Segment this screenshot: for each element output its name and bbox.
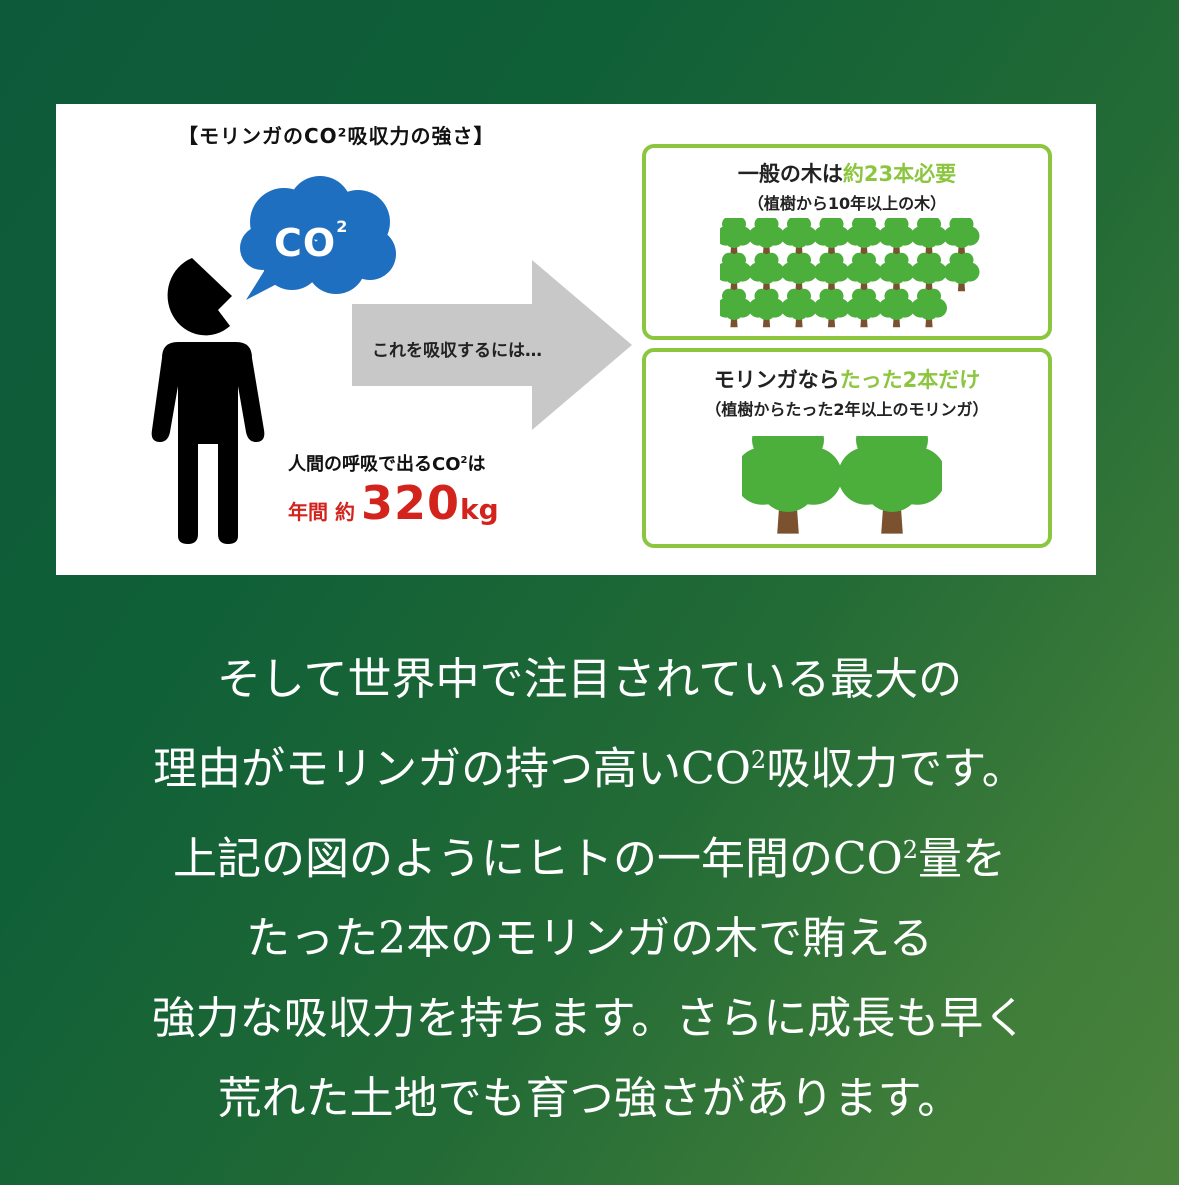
tree-icon bbox=[781, 288, 817, 328]
tree-icon bbox=[838, 436, 942, 534]
tree-icon bbox=[720, 218, 752, 256]
tree-icon bbox=[943, 218, 980, 256]
caption-line-2: 理由がモリンガの持つ高いCO2吸収力です。 bbox=[153, 743, 1026, 795]
infographic-title: 【モリンガのCO²吸収力の強さ】 bbox=[178, 124, 495, 148]
caption-line-5: 強力な吸収力を持ちます。さらに成長も早く bbox=[151, 993, 1028, 1045]
small-trees-grid bbox=[720, 218, 980, 328]
moringa-tree-subtitle: （植樹からたった2年以上のモリンガ） bbox=[705, 400, 989, 419]
tree-icon bbox=[846, 252, 882, 292]
tree-icon bbox=[943, 252, 980, 292]
moringa-tree-title: モリンガならたった2本だけ bbox=[713, 368, 981, 392]
right-arrow-icon bbox=[352, 260, 632, 430]
tree-icon bbox=[813, 218, 850, 256]
tree-icon bbox=[781, 218, 817, 256]
tree-icon bbox=[878, 218, 915, 256]
ordinary-tree-box: 一般の木は約23本必要 （植樹から10年以上の木） bbox=[642, 144, 1052, 340]
bubble-co2-text: CO2 bbox=[274, 217, 349, 265]
caption-line-6: 荒れた土地でも育つ強さがあります。 bbox=[217, 1073, 962, 1125]
arrow-label: これを吸収するには… bbox=[372, 341, 542, 361]
caption-line-4: たった2本のモリンガの木で賄える bbox=[246, 913, 933, 965]
tree-icon bbox=[911, 288, 947, 328]
tree-icon bbox=[911, 252, 947, 292]
infographic-panel: 【モリンガのCO²吸収力の強さ】 CO2 これを吸収するには… 人間の呼吸で出る… bbox=[56, 104, 1096, 575]
tree-icon bbox=[720, 252, 752, 292]
big-trees-row bbox=[742, 436, 942, 534]
tree-icon bbox=[878, 288, 915, 328]
tree-icon bbox=[742, 436, 842, 534]
caption-line-3: 上記の図のようにヒトの一年間のCO2量を bbox=[172, 833, 1007, 885]
tree-icon bbox=[846, 218, 882, 256]
tree-icon bbox=[781, 252, 817, 292]
ordinary-tree-title: 一般の木は約23本必要 bbox=[737, 162, 957, 186]
tree-icon bbox=[748, 218, 785, 256]
speech-bubble-icon bbox=[240, 176, 396, 300]
tree-icon bbox=[846, 288, 882, 328]
caption-text: そして世界中で注目されている最大の 理由がモリンガの持つ高いCO2吸収力です。 … bbox=[20, 640, 1159, 1139]
tree-icon bbox=[748, 252, 785, 292]
tree-icon bbox=[911, 218, 947, 256]
tree-icon bbox=[720, 288, 752, 328]
tree-icon bbox=[813, 252, 850, 292]
tree-icon bbox=[748, 288, 785, 328]
caption-line-1: そして世界中で注目されている最大の bbox=[216, 654, 963, 705]
person-icon bbox=[151, 258, 265, 544]
breath-co2-label: 人間の呼吸で出るCO2は bbox=[288, 454, 486, 475]
tree-icon bbox=[878, 252, 915, 292]
tree-icon bbox=[813, 288, 850, 328]
ordinary-tree-subtitle: （植樹から10年以上の木） bbox=[747, 194, 947, 213]
moringa-tree-box: モリンガならたった2本だけ （植樹からたった2年以上のモリンガ） bbox=[642, 348, 1052, 548]
